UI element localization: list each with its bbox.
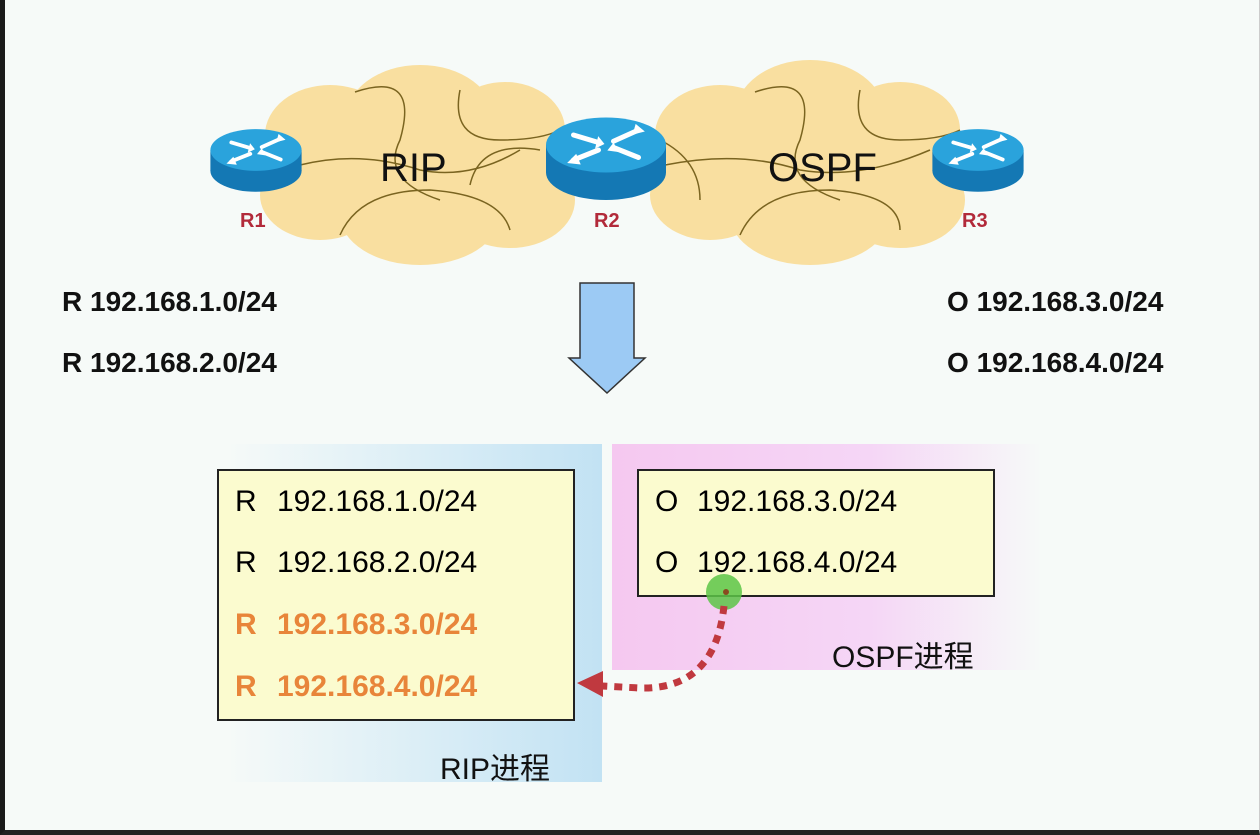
- route-network: 192.168.3.0/24: [976, 286, 1164, 317]
- ospf-cloud-label: OSPF: [768, 146, 877, 190]
- route-network: 192.168.3.0/24: [277, 608, 478, 641]
- ospf-table-row: O 192.168.4.0/24: [655, 546, 897, 580]
- route-network: 192.168.1.0/24: [90, 286, 277, 317]
- rip-routing-table: R 192.168.1.0/24 R 192.168.2.0/24 R 192.168…: [217, 469, 575, 721]
- route-network: 192.168.2.0/24: [90, 347, 277, 378]
- route-code: R: [235, 485, 257, 518]
- rip-table-row: R 192.168.1.0/24: [235, 485, 477, 519]
- rip-table-row: R 192.168.2.0/24: [235, 546, 477, 580]
- rip-process-label: RIP进程: [440, 753, 551, 786]
- ospf-cloud-links: [659, 86, 961, 236]
- cursor-dot-icon: [723, 589, 729, 595]
- route-network: 192.168.4.0/24: [697, 546, 898, 579]
- route-network: 192.168.3.0/24: [697, 485, 898, 518]
- route-code: R: [235, 546, 257, 579]
- redistribution-arrowhead-icon: [577, 671, 603, 697]
- route-code: R: [235, 608, 257, 641]
- router-r1-label: R1: [240, 210, 266, 232]
- ospf-cloud: [650, 60, 965, 265]
- router-r3-label: R3: [962, 210, 988, 232]
- route-code: O: [655, 485, 679, 518]
- route-code: R: [235, 670, 257, 703]
- router-r2-label: R2: [594, 210, 620, 232]
- right-route-1: O 192.168.3.0/24: [947, 286, 1163, 318]
- ospf-routing-table: O 192.168.3.0/24 O 192.168.4.0/24: [637, 469, 995, 597]
- route-network: 192.168.1.0/24: [277, 485, 478, 518]
- route-code: O: [655, 546, 679, 579]
- rip-cloud: [260, 65, 575, 265]
- left-route-1: R 192.168.1.0/24: [62, 286, 277, 318]
- rip-cloud-links: [299, 86, 561, 236]
- route-code: O: [947, 347, 969, 378]
- down-arrow-icon: [567, 282, 647, 395]
- ospf-process-label: OSPF进程: [832, 641, 974, 674]
- route-code: R: [62, 347, 83, 378]
- rip-table-row-redistributed: R 192.168.3.0/24: [235, 608, 477, 642]
- route-network: 192.168.4.0/24: [277, 670, 478, 703]
- route-code: O: [947, 286, 969, 317]
- ospf-table-row: O 192.168.3.0/24: [655, 485, 897, 519]
- right-route-2: O 192.168.4.0/24: [947, 347, 1163, 379]
- rip-cloud-label: RIP: [380, 146, 447, 190]
- route-code: R: [62, 286, 83, 317]
- redistribution-arrow: [601, 605, 728, 692]
- route-network: 192.168.4.0/24: [976, 347, 1164, 378]
- rip-table-row-redistributed: R 192.168.4.0/24: [235, 670, 477, 704]
- route-network: 192.168.2.0/24: [277, 546, 478, 579]
- left-route-2: R 192.168.2.0/24: [62, 347, 277, 379]
